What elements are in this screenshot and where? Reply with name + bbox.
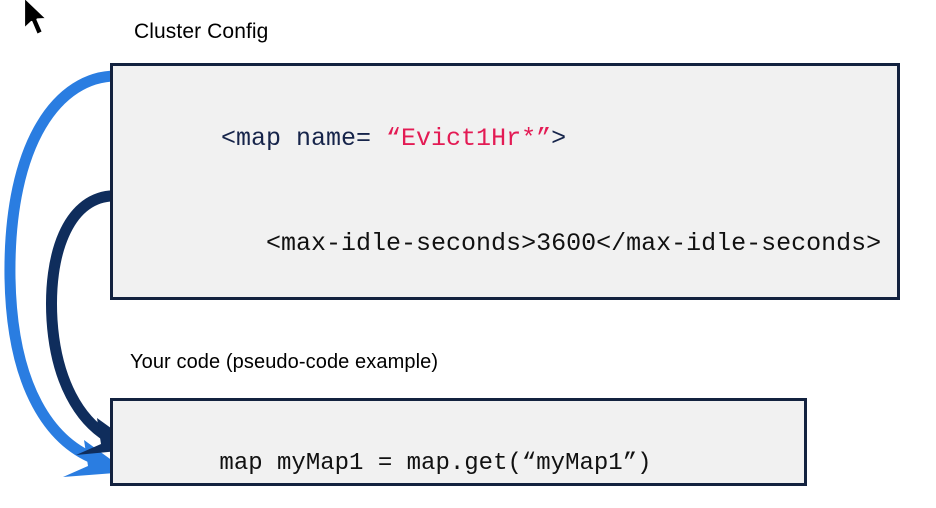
cluster-config-label: Cluster Config (134, 20, 269, 43)
your-code-label: Your code (pseudo-code example) (130, 351, 439, 373)
code-token-tag: > (551, 124, 567, 153)
code-token-tag: <map name= (221, 124, 387, 153)
code-token-string: “Evict1Hr*” (386, 124, 552, 153)
code-token-plain: <max-idle-seconds>3600</max-idle-seconds… (221, 229, 882, 258)
mouse-pointer-icon (22, 0, 49, 37)
cluster-config-code-block: <map name= “Evict1Hr*”> <max-idle-second… (110, 63, 900, 300)
code-line: <map name= “Evict1Hr*”> (131, 86, 897, 191)
code-line: map myMap1 = map.get(“myMap1”) (133, 413, 804, 483)
code-line: <max-idle-seconds>3600</max-idle-seconds… (131, 191, 897, 296)
code-line: </map> (131, 296, 897, 297)
code-token-plain: map myMap1 = map.get(“myMap1”) (219, 450, 652, 477)
your-code-code-block: map myMap1 = map.get(“myMap1”) map myMap… (110, 398, 807, 486)
